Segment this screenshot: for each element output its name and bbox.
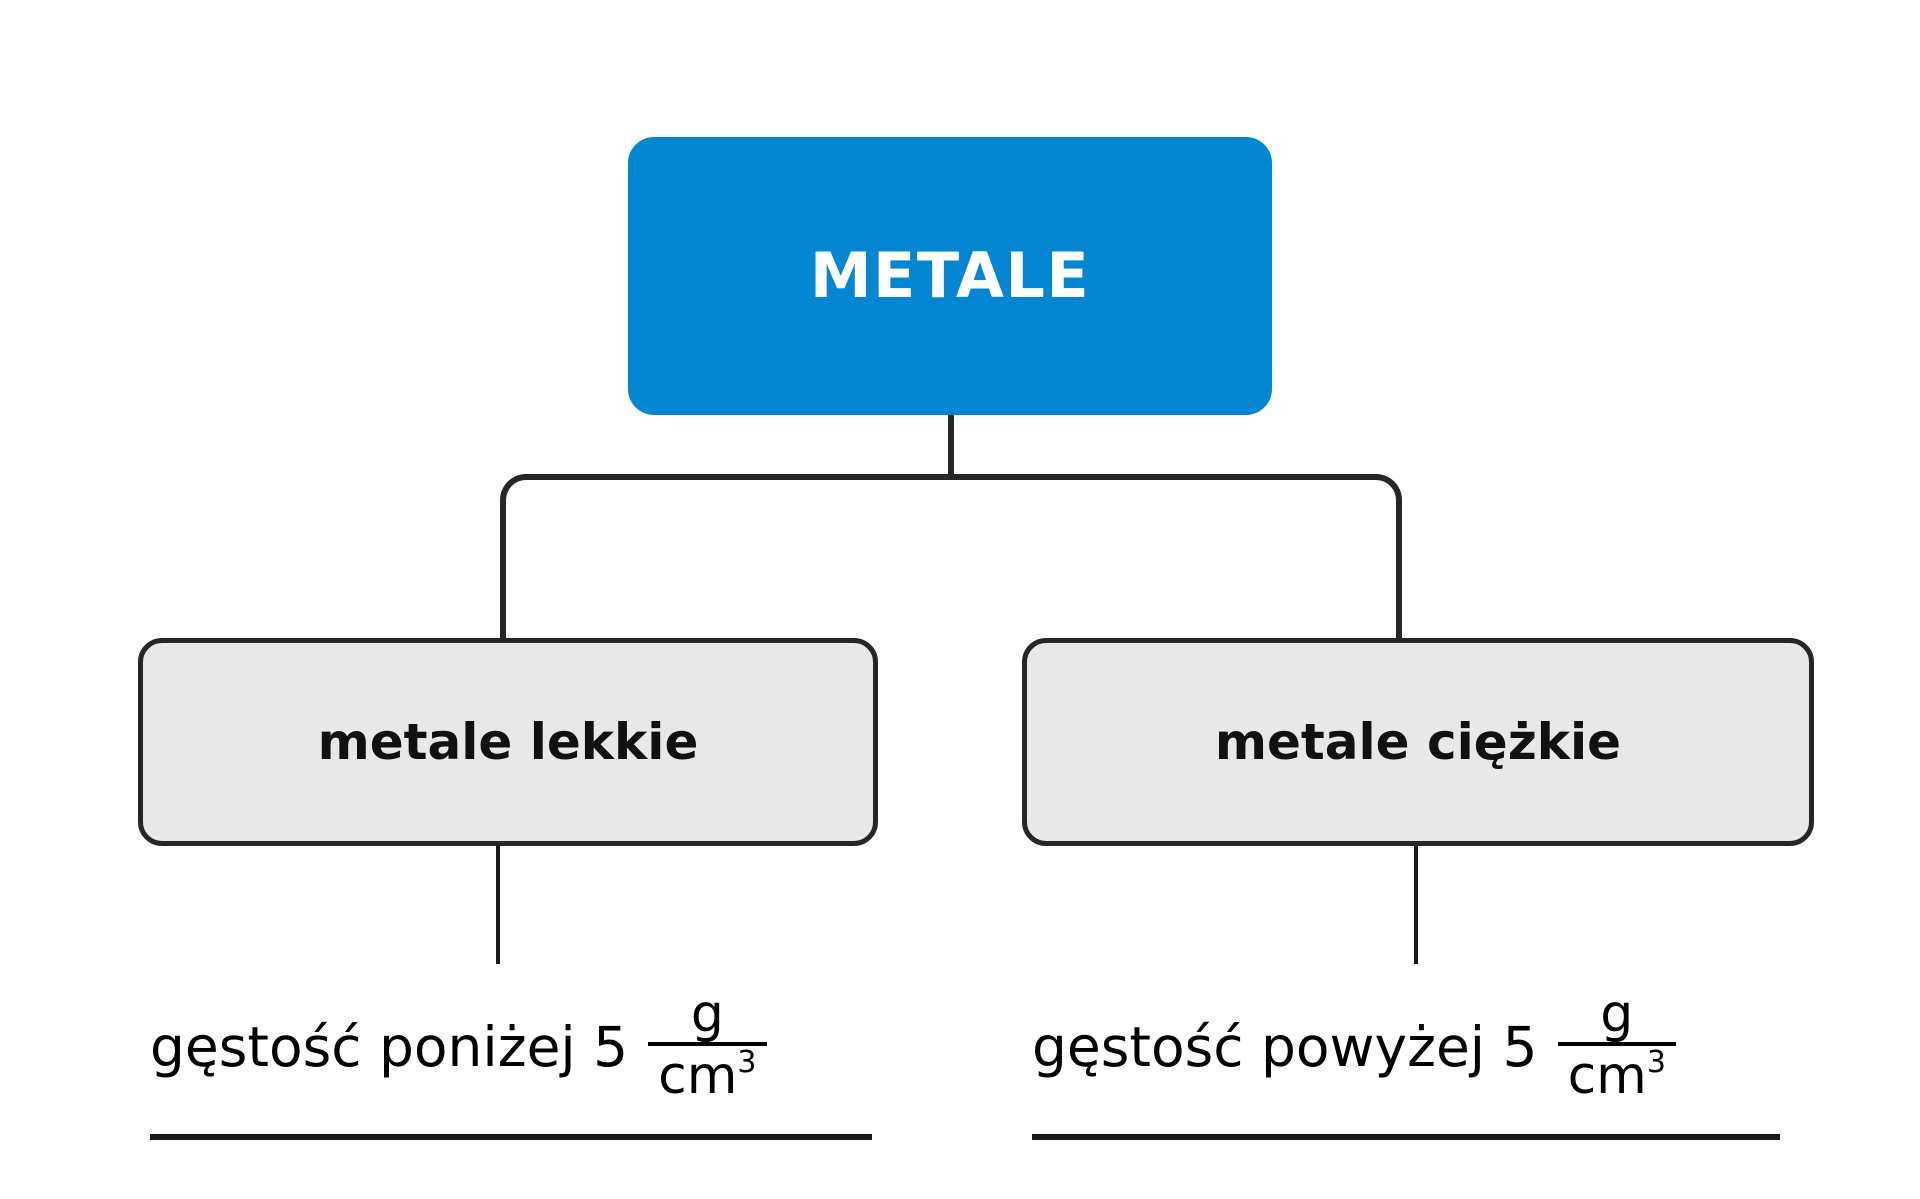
unit-denominator-left-base: cm: [658, 1046, 738, 1106]
unit-denominator-right-base: cm: [1567, 1046, 1647, 1106]
connector-root-stem: [948, 415, 954, 477]
unit-fraction-left: g cm 3: [648, 984, 767, 1106]
branch-node-metale-lekkie[interactable]: metale lekkie: [138, 638, 878, 846]
connector-drop-left: [496, 846, 500, 964]
leaf-caption-left: gęstość poniżej 5 g cm 3: [150, 984, 767, 1106]
bottom-rule-right: [1032, 1134, 1780, 1140]
fraction-bar-left: [648, 1042, 767, 1046]
branch-node-label-left: metale lekkie: [317, 713, 699, 771]
unit-denominator-right: cm 3: [1558, 1045, 1676, 1106]
root-node-metale[interactable]: METALE: [628, 137, 1272, 415]
branch-node-label-right: metale ciężkie: [1214, 713, 1622, 771]
connector-drop-right: [1414, 846, 1418, 964]
fraction-bar-right: [1557, 1042, 1676, 1046]
root-node-label: METALE: [809, 239, 1091, 312]
leaf-caption-left-text: gęstość poniżej 5: [150, 1014, 629, 1079]
unit-exponent-right: 3: [1646, 1045, 1666, 1080]
leaf-caption-right-text: gęstość powyżej 5: [1032, 1014, 1538, 1079]
unit-denominator-left: cm 3: [648, 1045, 766, 1106]
unit-exponent-left: 3: [737, 1045, 757, 1080]
connector-branch-bar: [500, 474, 1402, 644]
bottom-rule-left: [150, 1134, 872, 1140]
leaf-caption-right: gęstość powyżej 5 g cm 3: [1032, 984, 1676, 1106]
unit-fraction-right: g cm 3: [1557, 984, 1676, 1106]
unit-numerator-left: g: [690, 984, 724, 1044]
unit-numerator-right: g: [1600, 984, 1634, 1044]
branch-node-metale-ciezkie[interactable]: metale ciężkie: [1022, 638, 1814, 846]
